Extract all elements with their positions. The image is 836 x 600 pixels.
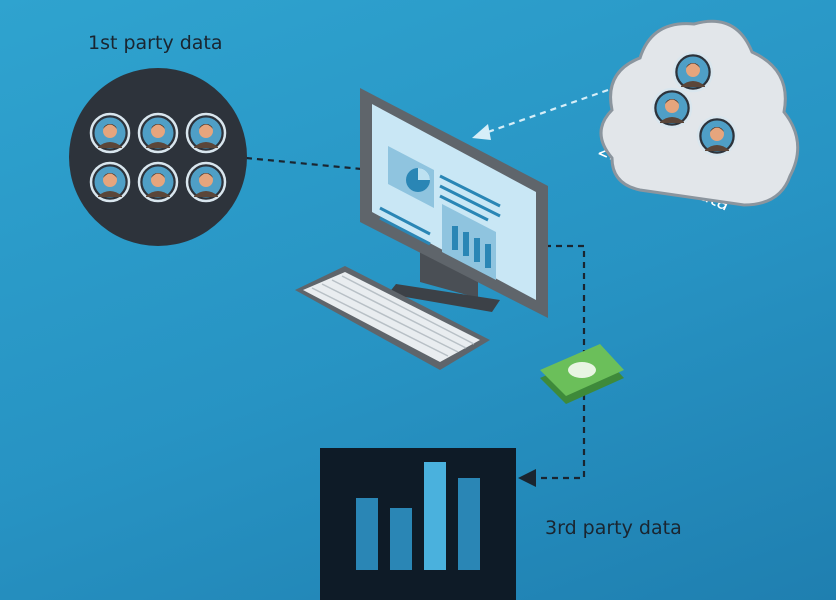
chart-bar-1: [356, 498, 378, 570]
person-avatar-4: [89, 161, 131, 203]
second-party-connector: [472, 88, 609, 140]
third-party-panel: [320, 448, 516, 600]
chart-bar-2: [390, 508, 412, 570]
arrow-head-icon: [472, 124, 491, 140]
third-party-chart: [356, 462, 480, 570]
first-party-group: [69, 68, 247, 246]
third-party-label: 3rd party data: [545, 517, 682, 539]
first-party-badge: [69, 68, 247, 246]
computer-monitor: [360, 88, 548, 318]
person-avatar-6: [185, 161, 227, 203]
person-avatar-cloud-2: [651, 87, 693, 129]
person-avatar-5: [137, 161, 179, 203]
keyboard: [295, 266, 490, 370]
person-avatar-2: [137, 112, 179, 154]
arrow-head-icon: [518, 469, 536, 487]
first-party-label: 1st party data: [88, 32, 223, 54]
chart-bar-3: [424, 462, 446, 570]
person-avatar-cloud-3: [696, 115, 738, 157]
money-icon: [540, 344, 624, 404]
person-avatar-3: [185, 112, 227, 154]
cloud-icon: [599, 19, 800, 207]
person-avatar-1: [89, 112, 131, 154]
person-avatar-cloud-1: [672, 51, 714, 93]
second-party-cloud: [599, 19, 800, 207]
chart-bar-4: [458, 478, 480, 570]
